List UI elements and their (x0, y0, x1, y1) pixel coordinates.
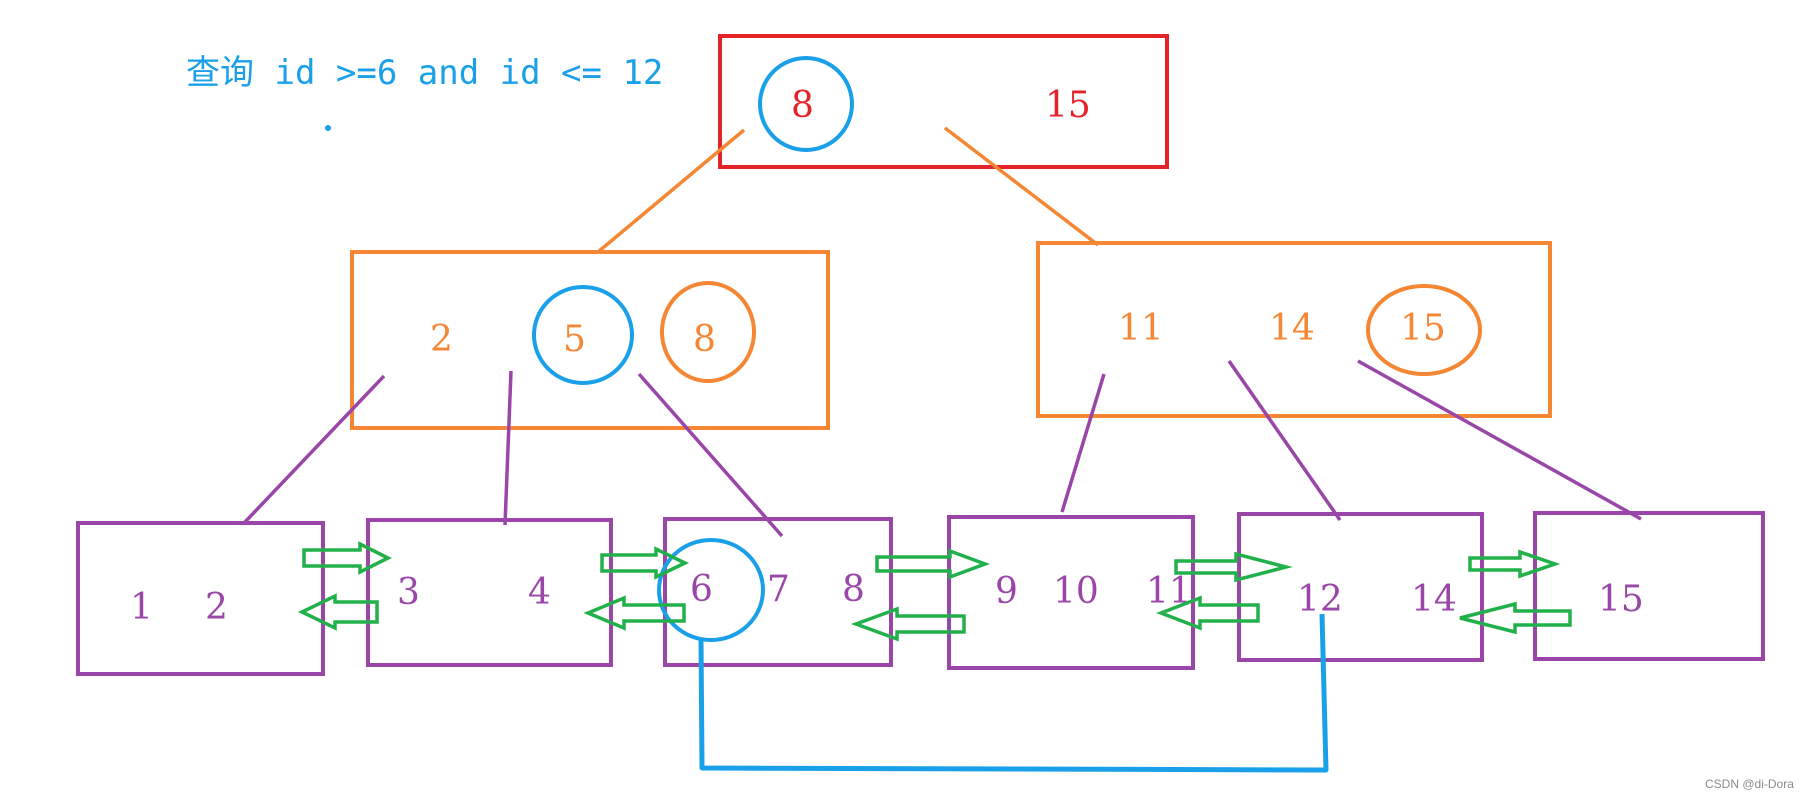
root-key-8-highlight-circle (758, 56, 854, 152)
leaf-node-3 (663, 517, 893, 667)
next-pointer-arrow-2 (600, 546, 690, 580)
leaf-3-key-6-highlight-circle (657, 538, 765, 642)
leaf-node-2 (366, 518, 613, 667)
edge-root-left (596, 128, 746, 254)
leaf-5-key-14: 14 (1411, 579, 1457, 620)
leaf-3-key-7: 7 (767, 569, 790, 610)
leaf-1-key-2: 2 (205, 587, 228, 628)
leaf-4-key-10: 10 (1053, 571, 1099, 612)
next-pointer-arrow-1 (302, 541, 392, 575)
edge-internal-right-leaf-4 (1060, 373, 1106, 513)
stray-dot (325, 125, 331, 131)
leaf-6-key-15: 15 (1598, 579, 1644, 620)
leaf-node-4 (947, 515, 1195, 670)
internal-right-key-15-circle (1366, 284, 1482, 376)
root-key-15: 15 (1045, 85, 1091, 126)
leaf-1-key-1: 1 (130, 587, 153, 628)
edge-internal-left-leaf-1 (243, 374, 386, 524)
internal-left-key-5-highlight-circle (532, 285, 634, 385)
leaf-4-key-9: 9 (995, 571, 1018, 612)
leaf-3-key-6: 6 (690, 569, 713, 610)
leaf-2-key-4: 4 (528, 572, 551, 613)
edge-internal-right-leaf-5 (1227, 359, 1342, 522)
next-pointer-arrow-5 (1468, 549, 1561, 579)
prev-pointer-arrow-1 (297, 593, 379, 631)
edge-root-right (943, 126, 1100, 247)
internal-right-key-11: 11 (1118, 308, 1164, 349)
leaf-node-1 (76, 521, 325, 676)
root-node (718, 34, 1169, 169)
leaf-2-key-3: 3 (397, 572, 420, 613)
edge-internal-left-leaf-2 (503, 370, 513, 526)
internal-left-key-2: 2 (430, 319, 453, 360)
edge-internal-left-leaf-3 (637, 372, 784, 538)
leaf-node-6 (1533, 511, 1765, 661)
internal-left-key-8: 8 (693, 319, 716, 360)
internal-right-key-15: 15 (1400, 308, 1446, 349)
internal-right-key-14: 14 (1269, 308, 1315, 349)
leaf-node-5 (1237, 512, 1484, 662)
next-pointer-arrow-4 (1174, 551, 1293, 583)
internal-node-left (350, 250, 830, 430)
leaf-5-key-12: 12 (1297, 579, 1343, 620)
edge-internal-right-leaf-6 (1357, 359, 1642, 521)
range-scan-bracket (698, 613, 1329, 773)
internal-left-key-5: 5 (563, 319, 586, 360)
prev-pointer-arrow-3 (850, 606, 966, 642)
prev-pointer-arrow-4 (1156, 595, 1260, 631)
next-pointer-arrow-3 (875, 548, 991, 580)
prev-pointer-arrow-5 (1459, 601, 1572, 635)
prev-pointer-arrow-2 (583, 595, 686, 631)
watermark: CSDN @di-Dora (1705, 777, 1794, 791)
leaf-3-key-8: 8 (842, 569, 865, 610)
root-key-8: 8 (791, 85, 814, 126)
internal-left-key-8-circle (660, 281, 756, 383)
internal-node-right (1036, 241, 1552, 418)
leaf-4-key-11: 11 (1146, 571, 1192, 612)
query-caption: 查询 id >=6 and id <= 12 (186, 53, 663, 93)
